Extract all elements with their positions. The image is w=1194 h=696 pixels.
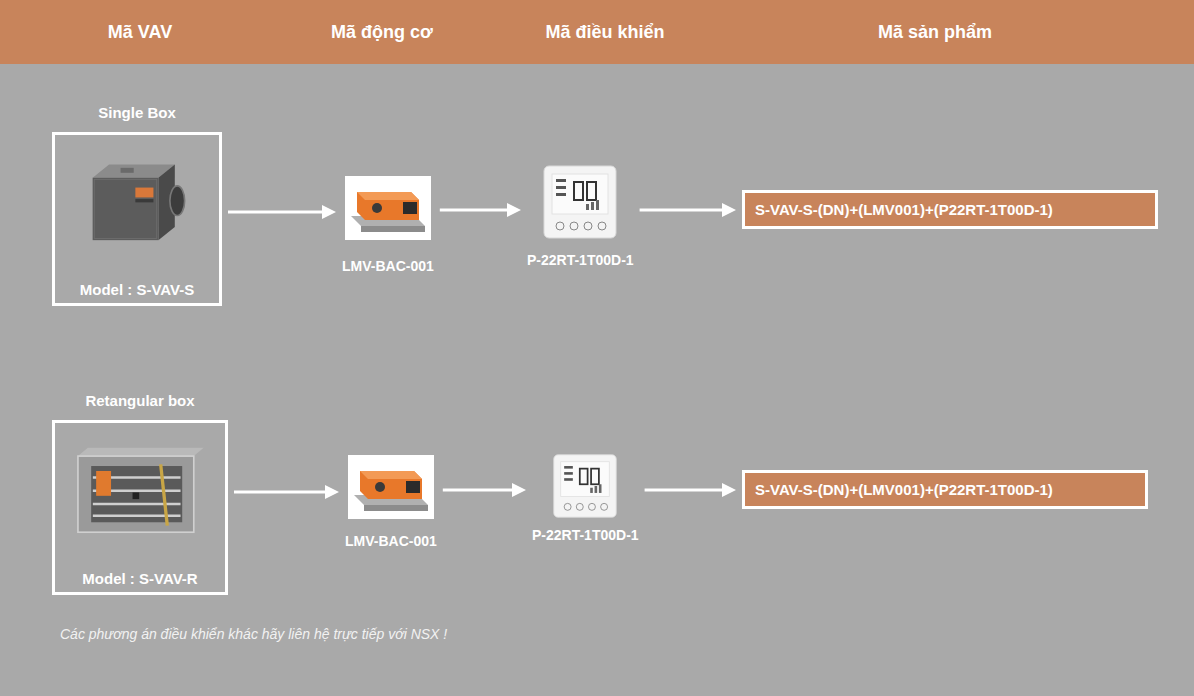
picture-holder	[527, 164, 634, 240]
actuator-item: LMV-BAC-001	[345, 455, 437, 549]
column-header: Mã điều khiển	[545, 22, 664, 43]
column-header: Mã VAV	[108, 22, 172, 43]
column-header: Mã sản phẩm	[878, 22, 992, 43]
flow-arrow	[443, 489, 514, 492]
arrow-head	[722, 203, 736, 217]
arrow-head	[507, 203, 521, 217]
part-code: P-22RT-1T00D-1	[527, 252, 634, 268]
arrow-head	[512, 483, 526, 497]
flow-arrow	[228, 211, 324, 214]
model-label: Model : S-VAV-R	[82, 570, 197, 587]
part-code: LMV-BAC-001	[342, 258, 434, 274]
arrow-head	[325, 485, 339, 499]
act-illustration	[348, 455, 434, 519]
flow-arrow	[234, 491, 327, 494]
rect-illustration	[55, 423, 225, 562]
picture-holder	[342, 176, 434, 240]
part-code: P-22RT-1T00D-1	[532, 527, 639, 543]
product-code-box: S-VAV-S-(DN)+(LMV001)+(P22RT-1T00D-1)	[742, 190, 1158, 229]
flow-arrow-group	[234, 485, 339, 499]
product-code: S-VAV-S-(DN)+(LMV001)+(P22RT-1T00D-1)	[755, 481, 1135, 498]
column-header: Mã động cơ	[331, 22, 433, 43]
flow-arrow-group	[640, 203, 736, 217]
box-heading: Single Box	[98, 104, 176, 121]
flow-arrow-group	[440, 203, 521, 217]
picture-holder	[345, 455, 437, 519]
vav-box: Retangular boxModel : S-VAV-R	[52, 420, 228, 595]
single-illustration	[55, 135, 219, 273]
note-text: Các phương án điều khiển khác hãy liên h…	[60, 626, 447, 642]
controller-item: P-22RT-1T00D-1	[527, 164, 634, 268]
arrow-head	[722, 483, 736, 497]
ctl-illustration	[542, 164, 618, 240]
box-heading: Retangular box	[85, 392, 194, 409]
product-code-box: S-VAV-S-(DN)+(LMV001)+(P22RT-1T00D-1)	[742, 470, 1148, 509]
header-band: Mã VAV Mã động cơ Mã điều khiển Mã sản phẩm	[0, 0, 1194, 64]
act-illustration	[345, 176, 431, 240]
product-code: S-VAV-S-(DN)+(LMV001)+(P22RT-1T00D-1)	[755, 201, 1145, 218]
picture-holder	[532, 453, 639, 519]
actuator-item: LMV-BAC-001	[342, 176, 434, 274]
flow-arrow-group	[443, 483, 526, 497]
ctl-illustration	[552, 453, 618, 519]
model-label: Model : S-VAV-S	[80, 281, 194, 298]
controller-item: P-22RT-1T00D-1	[532, 453, 639, 543]
vav-box: Single BoxModel : S-VAV-S	[52, 132, 222, 306]
part-code: LMV-BAC-001	[345, 533, 437, 549]
flow-arrow	[645, 489, 724, 492]
flow-arrow-group	[228, 205, 336, 219]
flow-arrow	[440, 209, 509, 212]
flow-arrow	[640, 209, 724, 212]
flow-arrow-group	[645, 483, 736, 497]
arrow-head	[322, 205, 336, 219]
